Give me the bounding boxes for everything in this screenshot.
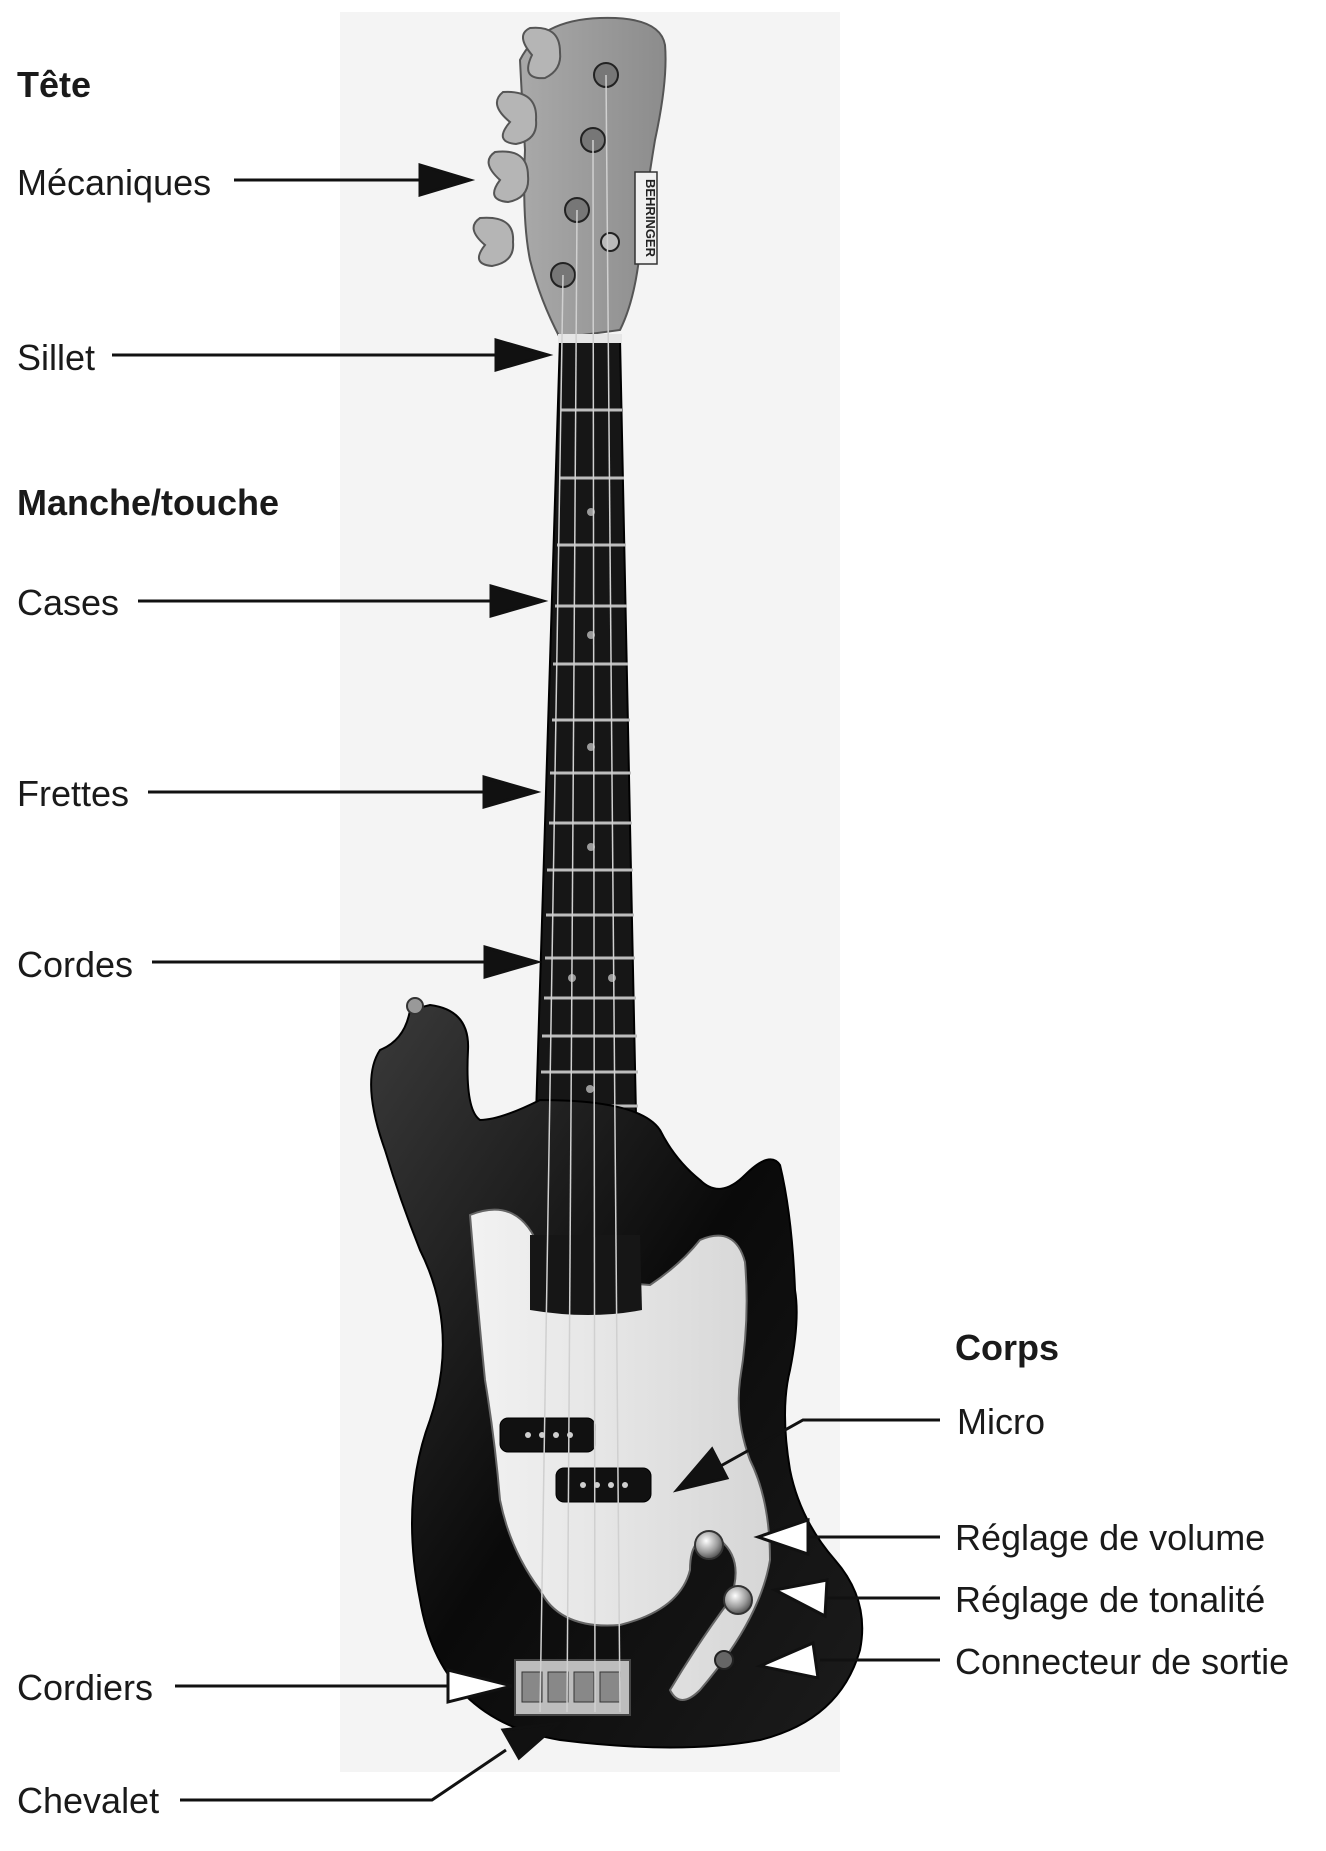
string-saddles-label: Cordiers [17,1667,154,1708]
frets-label: Frettes [17,773,130,814]
section-neck-heading: Manche/touche [17,482,280,523]
tuner-keys [472,26,562,268]
brand-logo: BEHRINGER [643,179,658,258]
pickup-label: Micro [957,1401,1045,1442]
tuners-label: Mécaniques [17,162,212,203]
strings-lines [539,74,621,1713]
nut-label: Sillet [17,337,96,378]
strings-label: Cordes [17,944,134,985]
tone-label: Réglage de tonalité [955,1579,1266,1620]
pickups [499,1417,652,1503]
volume-label: Réglage de volume [955,1517,1266,1558]
section-head-heading: Tête [17,64,92,105]
nut-shape [558,334,622,343]
bridge-shape [514,1659,631,1716]
fret-spaces-label: Cases [17,582,120,623]
bridge-label: Chevalet [17,1780,160,1821]
leader-lines [112,162,940,1802]
section-body-heading: Corps [955,1327,1060,1368]
pickguard [468,1208,772,1701]
controls [694,1530,753,1670]
output-jack-label: Connecteur de sortie [955,1641,1290,1682]
